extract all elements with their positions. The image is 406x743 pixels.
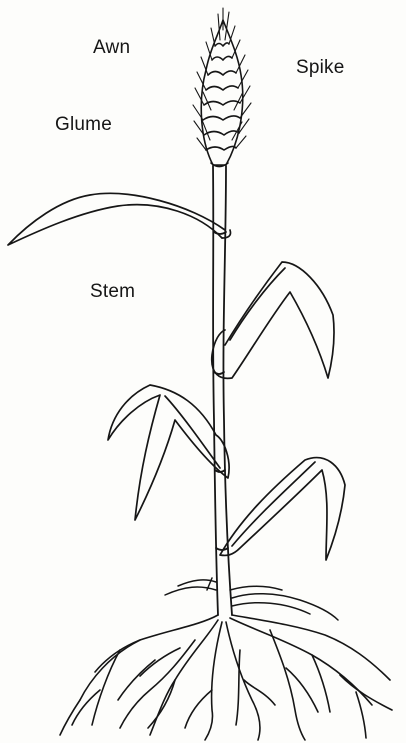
label-stem: Stem bbox=[90, 281, 135, 303]
spike-illustration bbox=[201, 20, 242, 167]
leaves-illustration bbox=[8, 193, 345, 560]
base-shoots-illustration bbox=[165, 578, 338, 620]
roots-illustration bbox=[60, 615, 392, 740]
label-glume: Glume bbox=[55, 114, 112, 136]
label-awn: Awn bbox=[93, 37, 130, 59]
label-spike: Spike bbox=[296, 57, 345, 79]
stem-illustration bbox=[213, 166, 232, 615]
